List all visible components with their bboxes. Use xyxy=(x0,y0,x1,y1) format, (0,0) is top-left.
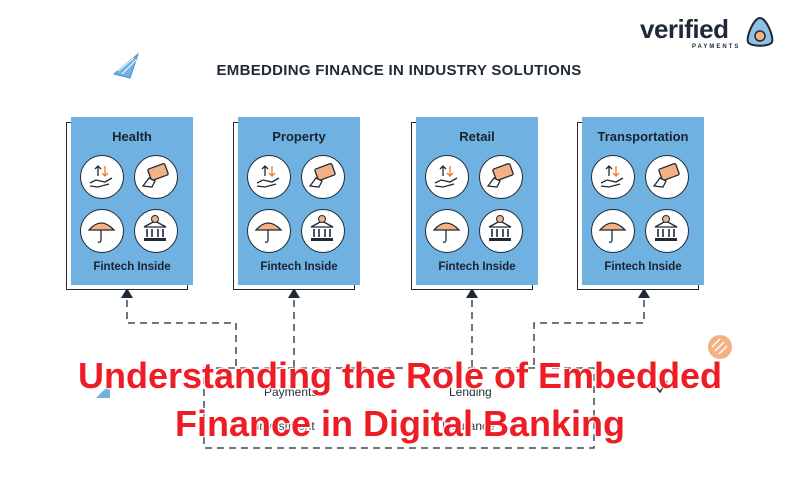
cookie-decoration-icon xyxy=(708,335,732,359)
hand-transfer-icon xyxy=(80,155,124,199)
card-footer: Fintech Inside xyxy=(604,261,682,273)
verified-payments-logo: verified PAYMENTS xyxy=(640,14,780,50)
card-payment-icon xyxy=(645,155,689,199)
card-payment-icon xyxy=(479,155,523,199)
lending-label: Lending xyxy=(449,385,492,399)
bank-icon xyxy=(134,209,178,253)
checkmark-decoration-icon xyxy=(654,380,668,394)
logo-subtitle: PAYMENTS xyxy=(692,44,741,50)
umbrella-insurance-icon xyxy=(80,209,124,253)
hand-transfer-icon xyxy=(425,155,469,199)
investment-label: Investment xyxy=(256,419,315,433)
industry-card-property: Property Fintech Inside xyxy=(238,117,360,285)
bank-icon xyxy=(479,209,523,253)
industry-card-transportation: Transportation Fintech Inside xyxy=(582,117,704,285)
card-footer: Fintech Inside xyxy=(438,261,516,273)
headline-line-1: Understanding the Role of Embedded xyxy=(77,355,723,396)
card-payment-icon xyxy=(301,155,345,199)
umbrella-insurance-icon xyxy=(591,209,635,253)
card-title: Property xyxy=(272,129,326,144)
card-footer: Fintech Inside xyxy=(93,261,171,273)
hand-transfer-icon xyxy=(591,155,635,199)
payments-label: Payments xyxy=(264,385,318,399)
diagram-title: EMBEDDING FINANCE IN INDUSTRY SOLUTIONS xyxy=(216,62,582,79)
hand-transfer-icon xyxy=(247,155,291,199)
umbrella-insurance-icon xyxy=(425,209,469,253)
logo-wordmark: verified xyxy=(640,14,729,44)
umbrella-insurance-icon xyxy=(247,209,291,253)
insurance-label: Insurance xyxy=(442,419,495,433)
card-footer: Fintech Inside xyxy=(260,261,338,273)
card-title: Retail xyxy=(459,129,495,144)
blue-shape-decoration-icon xyxy=(96,384,110,398)
industry-card-retail: Retail Fintech Inside xyxy=(416,117,538,285)
card-title: Transportation xyxy=(597,129,689,144)
bank-icon xyxy=(645,209,689,253)
paper-plane-decoration-icon xyxy=(112,52,140,79)
industry-card-health: Health Fintech Inside xyxy=(71,117,193,285)
bank-icon xyxy=(301,209,345,253)
card-payment-icon xyxy=(134,155,178,199)
logo-mark-icon xyxy=(746,16,774,47)
headline-line-2: Finance in Digital Banking xyxy=(174,403,626,444)
card-title: Health xyxy=(112,129,152,144)
